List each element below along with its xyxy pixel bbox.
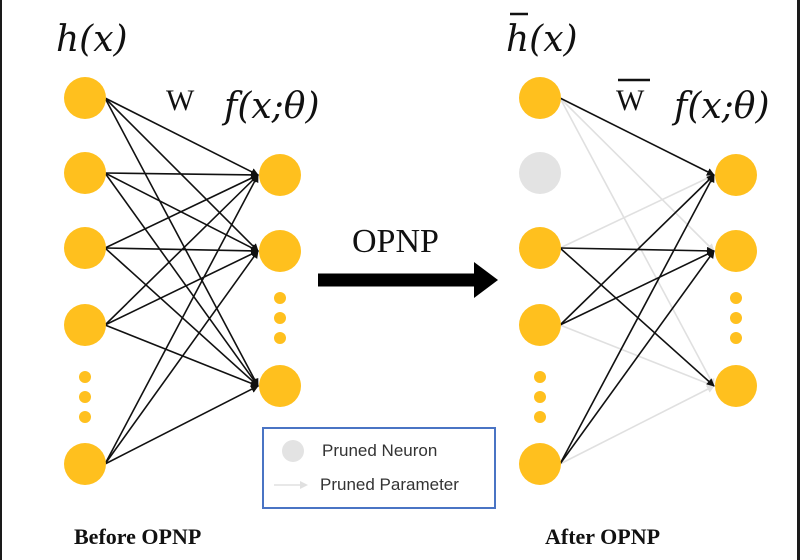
input-neuron-left-1	[64, 152, 106, 194]
pruned-parameter-swatch	[274, 481, 308, 489]
edge-right-2-2	[559, 247, 715, 387]
output-neuron-right-2	[715, 365, 757, 407]
edge-left-0-0	[104, 97, 259, 176]
input-ellipsis-dot-left-0	[79, 371, 91, 383]
legend-pruned-neuron: Pruned Neuron	[272, 437, 437, 465]
output-neuron-left-0	[259, 154, 301, 196]
edge-left-1-2	[104, 172, 259, 387]
edge-left-3-0	[104, 174, 259, 326]
edge-left-2-0	[104, 174, 259, 249]
output-ellipsis-dot-left-2	[274, 332, 286, 344]
input-ellipsis-dot-right-0	[534, 371, 546, 383]
right-input-label: h(x)	[506, 19, 578, 60]
pruned-edge-right-4-2	[559, 385, 715, 465]
input-ellipsis-dot-left-2	[79, 411, 91, 423]
edge-right-3-0	[559, 174, 715, 326]
output-ellipsis-dot-right-1	[730, 312, 742, 324]
legend-pruned-parameter: Pruned Parameter	[272, 471, 459, 499]
left-neurons	[64, 77, 301, 485]
input-ellipsis-dot-left-1	[79, 391, 91, 403]
edge-left-4-1	[104, 250, 259, 465]
output-neuron-left-1	[259, 230, 301, 272]
output-neuron-left-2	[259, 365, 301, 407]
right-neurons	[519, 77, 757, 485]
input-neuron-right-0	[519, 77, 561, 119]
output-ellipsis-dot-right-2	[730, 332, 742, 344]
left-input-label: h(x)	[56, 19, 128, 60]
input-neuron-right-4	[519, 443, 561, 485]
edge-left-4-2	[104, 385, 259, 465]
pruned-neuron-swatch	[282, 440, 304, 462]
input-ellipsis-dot-right-1	[534, 391, 546, 403]
legend-pruned-neuron-label: Pruned Neuron	[322, 441, 438, 460]
output-neuron-right-1	[715, 230, 757, 272]
left-output-label: f(x;θ)	[221, 86, 320, 127]
output-ellipsis-dot-left-0	[274, 292, 286, 304]
left-weight-label: W	[166, 84, 195, 117]
input-neuron-right-3	[519, 304, 561, 346]
edge-left-2-2	[104, 247, 259, 387]
right-output-label: f(x;θ)	[671, 86, 770, 127]
pruned-edge-right-3-2	[559, 324, 715, 388]
edge-left-4-0	[104, 174, 259, 465]
edge-left-0-2	[104, 97, 259, 387]
right-border	[797, 0, 800, 560]
right-caption: After OPNP	[545, 524, 660, 549]
input-neuron-left-2	[64, 227, 106, 269]
left-border	[0, 0, 2, 560]
edge-right-0-0	[559, 97, 715, 176]
legend-pruned-parameter-label: Pruned Parameter	[320, 475, 459, 494]
edge-left-3-2	[104, 324, 259, 388]
transition-label: OPNP	[352, 223, 439, 260]
edge-right-4-0	[559, 174, 715, 465]
input-ellipsis-dot-right-2	[534, 411, 546, 423]
pruned-edge-right-0-2	[559, 97, 715, 387]
input-neuron-right-2	[519, 227, 561, 269]
input-neuron-left-0	[64, 77, 106, 119]
output-ellipsis-dot-left-1	[274, 312, 286, 324]
pruned-edge-right-2-0	[559, 174, 715, 249]
output-neuron-right-0	[715, 154, 757, 196]
left-weight-edges	[104, 97, 259, 465]
input-neuron-left-4	[64, 443, 106, 485]
left-caption: Before OPNP	[74, 524, 201, 549]
input-neuron-left-3	[64, 304, 106, 346]
output-ellipsis-dot-right-0	[730, 292, 742, 304]
edge-left-1-0	[104, 170, 259, 179]
pruned-edge-right-0-1	[559, 97, 715, 252]
pruned-neuron-right-1	[519, 152, 561, 194]
right-weight-label: W	[616, 84, 645, 117]
edge-right-3-1	[559, 250, 715, 326]
legend: Pruned Neuron Pruned Parameter	[262, 427, 496, 509]
right-weight-edges	[559, 97, 715, 465]
edge-right-4-1	[559, 250, 715, 465]
edge-left-3-1	[104, 250, 259, 326]
